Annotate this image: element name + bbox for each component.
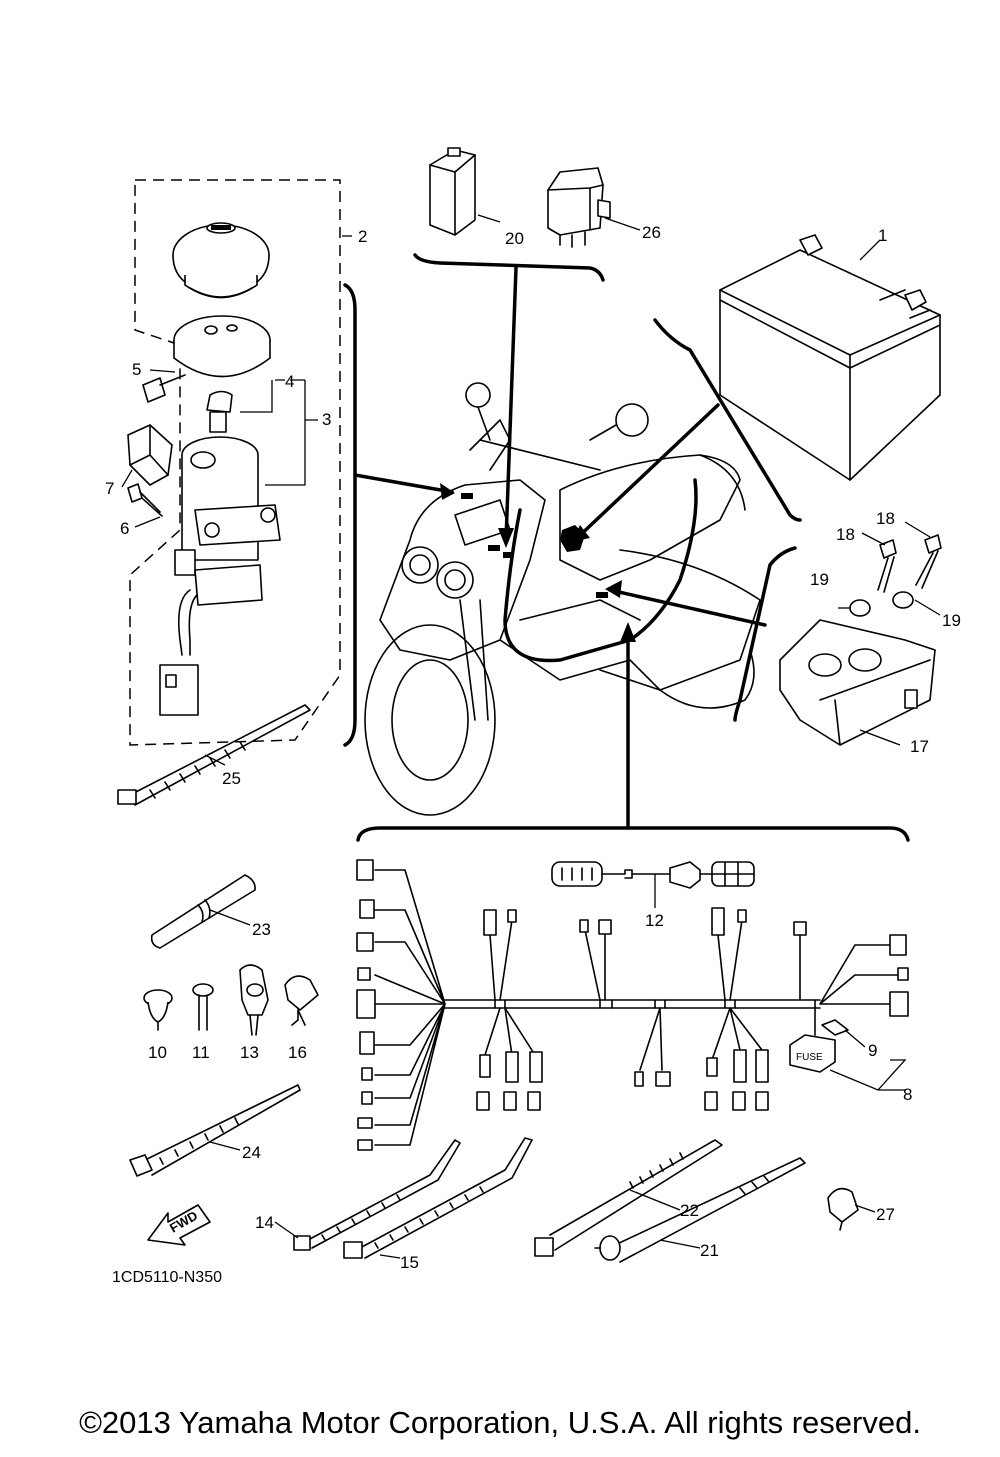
copyright-notice: ©2013 Yamaha Motor Corporation, U.S.A. A… <box>79 1405 921 1440</box>
seat-lock-cap-drawing <box>172 222 270 299</box>
callout-1: 1 <box>878 226 887 245</box>
callout-3: 3 <box>322 410 331 429</box>
cable-tie-15-drawing <box>343 1137 533 1259</box>
wire-harness-drawing: FUSE <box>356 859 909 1151</box>
arrow-battery <box>573 403 720 542</box>
lead-12-drawing <box>551 861 755 889</box>
battery-drawing <box>719 234 941 481</box>
tube-23-drawing <box>150 874 256 949</box>
callout-19b: 19 <box>942 611 961 630</box>
callout-16: 16 <box>288 1043 307 1062</box>
bolt-18a-drawing <box>877 539 897 593</box>
bracket-7-drawing <box>127 424 173 486</box>
screw-11-drawing <box>192 983 214 1031</box>
callout-25: 25 <box>222 769 241 788</box>
clip-10-drawing <box>143 989 173 1031</box>
cable-tie-25-drawing <box>117 704 311 806</box>
relay-26-drawing <box>547 167 611 248</box>
cable-tie-24-drawing <box>129 1084 301 1177</box>
callout-11: 11 <box>192 1043 210 1062</box>
callout-13: 13 <box>240 1043 259 1062</box>
callout-17: 17 <box>910 737 929 756</box>
key-cylinder-cap-drawing <box>173 315 271 378</box>
callout-23: 23 <box>252 920 271 939</box>
callout-22: 22 <box>680 1201 699 1220</box>
clamp-13-drawing <box>239 964 269 1036</box>
ecu-17-drawing <box>779 619 936 746</box>
arrow-ecu <box>608 588 767 627</box>
drawing-code: 1CD5110-N350 <box>112 1269 222 1286</box>
key-drawing <box>206 390 233 433</box>
screw-6-drawing <box>127 483 163 517</box>
washer-19a-drawing <box>849 599 871 617</box>
bracket-ecu <box>733 546 797 722</box>
arrow-relay <box>504 266 518 542</box>
screw-5-drawing <box>142 374 186 403</box>
unit-20-drawing <box>429 147 476 236</box>
callout-labels: 1 2 3 4 5 6 7 8 9 10 11 12 13 14 15 16 1… <box>105 223 961 1272</box>
bracket-main-switch <box>343 283 357 747</box>
callout-8: 8 <box>903 1085 912 1104</box>
clamp-27-drawing <box>827 1187 859 1231</box>
callout-26: 26 <box>642 223 661 242</box>
cable-tie-22-drawing <box>534 1139 723 1257</box>
callout-21: 21 <box>700 1241 719 1260</box>
callout-15: 15 <box>400 1253 419 1272</box>
harness-routing <box>503 478 698 663</box>
callout-19a: 19 <box>810 570 829 589</box>
arrow-main-switch <box>353 473 454 494</box>
callout-7: 7 <box>105 479 114 498</box>
clamp-16-drawing <box>284 975 319 1026</box>
fuse-label: FUSE <box>796 1052 823 1063</box>
callout-9: 9 <box>868 1041 877 1060</box>
callout-12: 12 <box>645 911 664 930</box>
callout-18a: 18 <box>836 525 855 544</box>
callout-27: 27 <box>876 1205 895 1224</box>
fwd-arrow-icon: FWD <box>147 1204 211 1246</box>
callout-20: 20 <box>505 229 524 248</box>
callout-5: 5 <box>132 360 141 379</box>
washer-19b-drawing <box>892 591 914 609</box>
cable-tie-14-drawing <box>293 1139 461 1251</box>
callout-4: 4 <box>285 372 294 391</box>
callout-6: 6 <box>120 519 129 538</box>
main-switch-group-outline <box>129 179 341 746</box>
callout-18b: 18 <box>876 509 895 528</box>
bracket-battery <box>653 318 802 522</box>
bracket-harness <box>356 826 910 842</box>
scooter-drawing <box>364 382 761 816</box>
callout-10: 10 <box>148 1043 167 1062</box>
leader-lines <box>121 214 941 1259</box>
cable-tie-21-drawing <box>594 1157 806 1263</box>
callout-14: 14 <box>255 1213 274 1232</box>
ignition-switch-body-drawing <box>159 436 281 716</box>
bracket-relay <box>413 253 605 282</box>
callout-2: 2 <box>358 227 367 246</box>
callout-24: 24 <box>242 1143 261 1162</box>
bolt-18b-drawing <box>915 534 942 589</box>
